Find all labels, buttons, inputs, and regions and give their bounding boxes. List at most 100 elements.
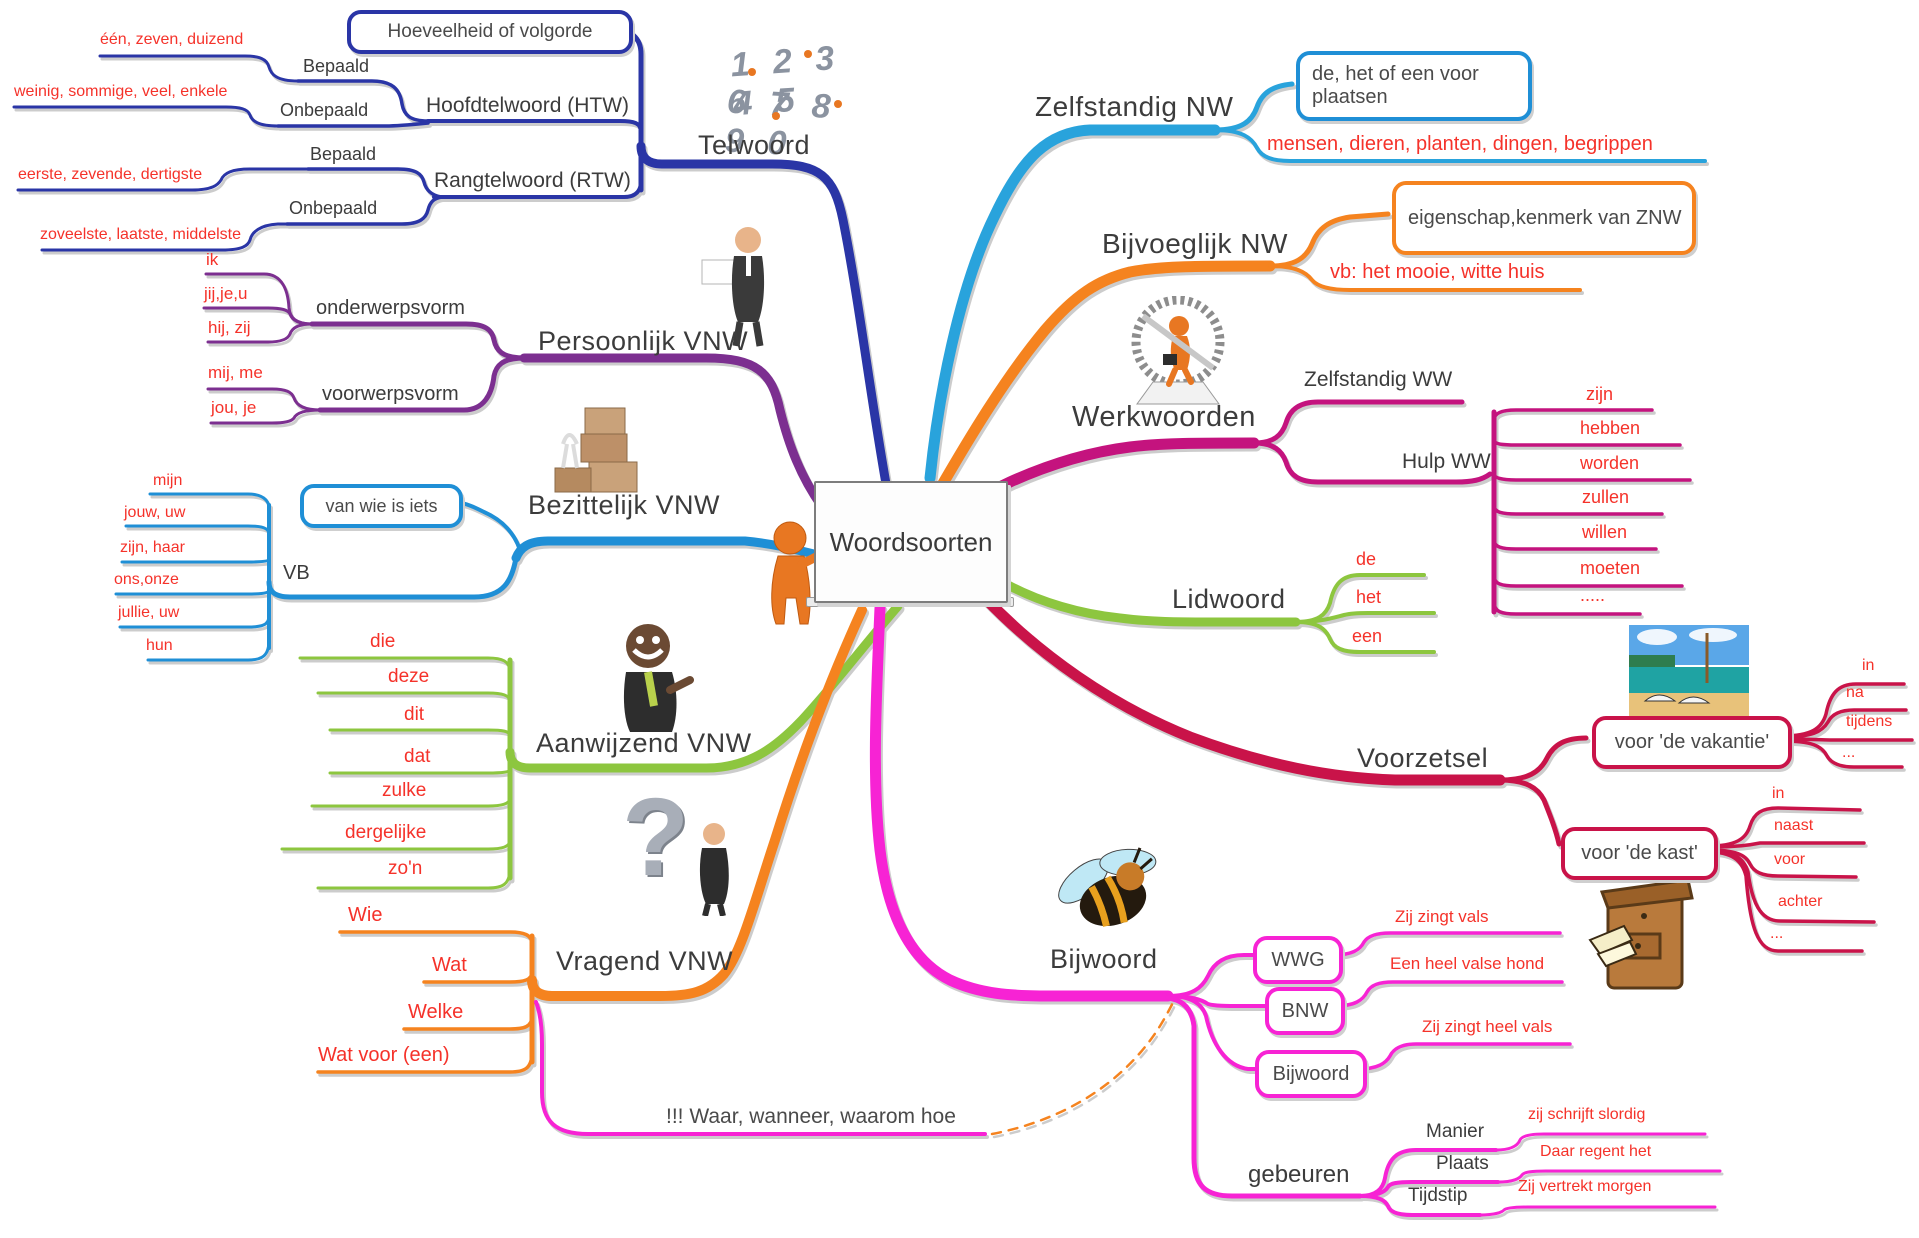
note-waar-wanneer-waarom-hoe[interactable]: !!! Waar, wanneer, waarom hoe bbox=[666, 1105, 956, 1128]
node-zelfstandig-ww[interactable]: Zelfstandig WW bbox=[1304, 368, 1453, 391]
node-wwg[interactable]: WWG bbox=[1253, 936, 1343, 984]
example-kast-naast[interactable]: naast bbox=[1774, 817, 1814, 834]
example-worden[interactable]: worden bbox=[1580, 453, 1640, 473]
example-hebben[interactable]: hebben bbox=[1580, 418, 1641, 438]
node-vb[interactable]: VB bbox=[283, 562, 310, 584]
branch-label-aanwijzend-vnw[interactable]: Aanwijzend VNW bbox=[536, 728, 752, 758]
branch-label-voorzetsel[interactable]: Voorzetsel bbox=[1357, 743, 1489, 773]
node-voorwerpsvorm[interactable]: voorwerpsvorm bbox=[322, 383, 459, 405]
example-kast-dots[interactable]: ... bbox=[1770, 925, 1784, 942]
example-zij-vertrekt-morgen[interactable]: Zij vertrekt morgen bbox=[1518, 1178, 1652, 1195]
example-vakantie-in[interactable]: in bbox=[1862, 657, 1875, 674]
example-een-heel-valse-hond[interactable]: Een heel valse hond bbox=[1390, 954, 1545, 973]
branch-label-lidwoord[interactable]: Lidwoord bbox=[1172, 584, 1286, 614]
note-text: voor 'de kast' bbox=[1581, 842, 1698, 864]
example-die[interactable]: die bbox=[370, 631, 396, 652]
note-voor-de-kast[interactable]: voor 'de kast' bbox=[1561, 827, 1718, 880]
node-gebeuren[interactable]: gebeuren bbox=[1248, 1161, 1350, 1188]
branch-werkwoorden bbox=[922, 399, 1692, 616]
example-jouw-uw[interactable]: jouw, uw bbox=[124, 504, 186, 521]
example-hij-zij[interactable]: hij, zij bbox=[208, 318, 251, 337]
node-onbepaald-rtw[interactable]: Onbepaald bbox=[289, 198, 378, 218]
node-tijdstip[interactable]: Tijdstip bbox=[1408, 1185, 1468, 1206]
example-moeten[interactable]: moeten bbox=[1580, 558, 1641, 578]
example-een[interactable]: een bbox=[1352, 626, 1383, 646]
example-kast-voor[interactable]: voor bbox=[1774, 851, 1806, 868]
example-dat[interactable]: dat bbox=[404, 746, 431, 767]
example-zon[interactable]: zo'n bbox=[388, 858, 423, 879]
node-hulp-ww[interactable]: Hulp WW bbox=[1402, 450, 1491, 473]
note-voor-de-vakantie[interactable]: voor 'de vakantie' bbox=[1592, 716, 1792, 769]
example-mijn[interactable]: mijn bbox=[153, 472, 183, 489]
example-vakantie-dots[interactable]: ... bbox=[1842, 744, 1856, 761]
node-onbepaald-htw[interactable]: Onbepaald bbox=[280, 100, 369, 120]
example-welke[interactable]: Welke bbox=[408, 1001, 464, 1023]
example-wat-voor-een[interactable]: Wat voor (een) bbox=[318, 1044, 450, 1066]
example-jij-je-u[interactable]: jij,je,u bbox=[204, 284, 248, 303]
node-onderwerpsvorm[interactable]: onderwerpsvorm bbox=[316, 297, 465, 319]
example-dit[interactable]: dit bbox=[404, 704, 425, 725]
example-zullen[interactable]: zullen bbox=[1582, 487, 1630, 507]
example-wie[interactable]: Wie bbox=[348, 904, 383, 926]
example-bepaald-rtw[interactable]: eerste, zevende, dertigste bbox=[18, 166, 203, 183]
example-deze[interactable]: deze bbox=[388, 666, 430, 687]
example-mij-me[interactable]: mij, me bbox=[208, 363, 263, 382]
note-de-het-of-een[interactable]: de, het of een voor plaatsen bbox=[1296, 51, 1532, 121]
example-jullie-uw[interactable]: jullie, uw bbox=[118, 604, 180, 621]
branch-vragend bbox=[316, 605, 867, 1074]
branch-label-telwoord[interactable]: Telwoord bbox=[698, 130, 811, 160]
node-bepaald-rtw[interactable]: Bepaald bbox=[310, 144, 377, 164]
example-zij-schrijft-slordig[interactable]: zij schrijft slordig bbox=[1528, 1106, 1646, 1123]
cabinet-clipart-image bbox=[1588, 878, 1694, 990]
example-hun[interactable]: hun bbox=[146, 637, 173, 654]
example-wat[interactable]: Wat bbox=[432, 954, 467, 976]
node-rangtelwoord[interactable]: Rangtelwoord (RTW) bbox=[434, 169, 631, 192]
example-onbepaald-htw[interactable]: weinig, sommige, veel, enkele bbox=[14, 83, 228, 100]
node-manier[interactable]: Manier bbox=[1426, 1121, 1485, 1142]
hamster-wheel-man-clipart-image bbox=[1131, 296, 1225, 405]
example-zij-zingt-vals[interactable]: Zij zingt vals bbox=[1395, 907, 1489, 926]
example-jou-je[interactable]: jou, je bbox=[211, 398, 257, 417]
example-vakantie-tijdens[interactable]: tijdens bbox=[1846, 713, 1893, 730]
branch-label-persoonlijk-vnw[interactable]: Persoonlijk VNW bbox=[538, 326, 749, 356]
example-vakantie-na[interactable]: na bbox=[1846, 684, 1864, 701]
example-onbepaald-rtw[interactable]: zoveelste, laatste, middelste bbox=[40, 226, 241, 243]
example-mensen-dieren[interactable]: mensen, dieren, planten, dingen, begripp… bbox=[1267, 133, 1653, 155]
branch-telwoord bbox=[12, 26, 895, 511]
branch-lidwoord bbox=[1003, 573, 1436, 654]
branch-label-bijwoord[interactable]: Bijwoord bbox=[1050, 944, 1158, 974]
example-dots-hulpww[interactable]: ..... bbox=[1580, 585, 1606, 605]
example-vb-het-mooie[interactable]: vb: het mooie, witte huis bbox=[1330, 261, 1545, 283]
example-zulke[interactable]: zulke bbox=[382, 780, 427, 801]
example-willen[interactable]: willen bbox=[1582, 522, 1628, 542]
node-label: WWG bbox=[1271, 948, 1325, 971]
example-bepaald-htw[interactable]: één, zeven, duizend bbox=[100, 31, 244, 48]
example-zijn-haar[interactable]: zijn, haar bbox=[120, 539, 185, 556]
branch-label-bezittelijk-vnw[interactable]: Bezittelijk VNW bbox=[528, 490, 721, 520]
example-ons-onze[interactable]: ons,onze bbox=[114, 571, 179, 588]
node-bnw[interactable]: BNW bbox=[1265, 987, 1345, 1035]
example-daar-regent-het[interactable]: Daar regent het bbox=[1540, 1143, 1652, 1160]
branch-label-vragend-vnw[interactable]: Vragend VNW bbox=[556, 946, 734, 976]
note-text: Hoeveelheid of volgorde bbox=[387, 21, 593, 42]
note-hoeveelheid-of-volgorde[interactable]: Hoeveelheid of volgorde bbox=[347, 10, 633, 54]
note-eigenschap-kenmerk[interactable]: eigenschap,kenmerk van ZNW bbox=[1392, 181, 1696, 255]
example-dergelijke[interactable]: dergelijke bbox=[345, 822, 427, 843]
center-topic-woordsoorten[interactable]: Woordsoorten bbox=[814, 481, 1008, 603]
example-kast-achter[interactable]: achter bbox=[1778, 893, 1823, 910]
branch-label-bijvoeglijk-nw[interactable]: Bijvoeglijk NW bbox=[1102, 228, 1288, 259]
example-ik[interactable]: ik bbox=[206, 250, 219, 269]
example-kast-in[interactable]: in bbox=[1772, 785, 1785, 802]
node-hoofdtelwoord[interactable]: Hoofdtelwoord (HTW) bbox=[426, 94, 630, 117]
example-zijn[interactable]: zijn bbox=[1586, 384, 1614, 404]
node-plaats[interactable]: Plaats bbox=[1436, 1153, 1489, 1174]
example-de[interactable]: de bbox=[1356, 549, 1377, 569]
node-bijwoord-sub[interactable]: Bijwoord bbox=[1255, 1050, 1367, 1098]
branch-label-werkwoorden[interactable]: Werkwoorden bbox=[1072, 401, 1256, 433]
branch-label-zelfstandig-nw[interactable]: Zelfstandig NW bbox=[1035, 91, 1234, 122]
example-het[interactable]: het bbox=[1356, 587, 1382, 607]
node-bepaald-htw[interactable]: Bepaald bbox=[303, 56, 370, 76]
note-van-wie-is-iets[interactable]: van wie is iets bbox=[300, 484, 463, 528]
example-zij-zingt-heel-vals[interactable]: Zij zingt heel vals bbox=[1422, 1017, 1553, 1036]
